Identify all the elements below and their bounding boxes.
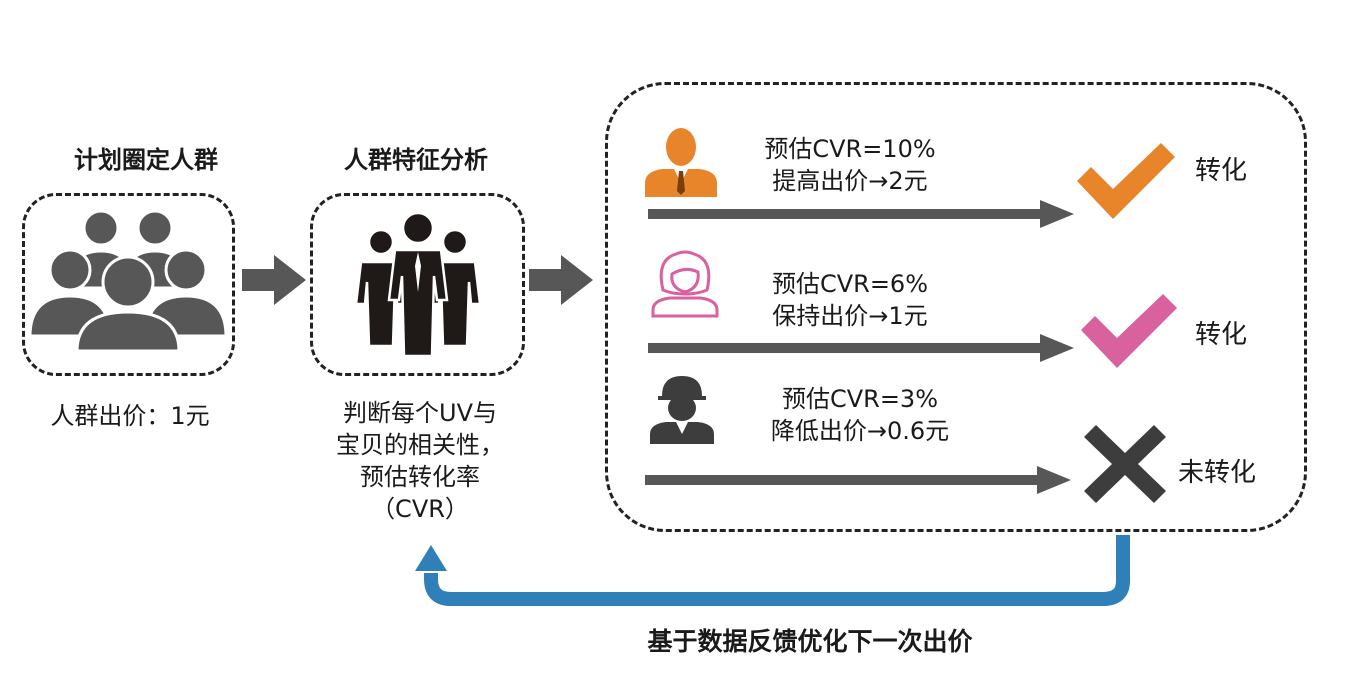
step1-box [22, 193, 235, 376]
step2-caption-line: 预估转化率 [360, 463, 480, 491]
row1-result: 转化 [1195, 156, 1248, 186]
woman-icon [651, 250, 719, 318]
row2-result: 转化 [1195, 320, 1248, 350]
row1-action: 提高出价→2元 [772, 167, 928, 195]
row3-action: 降低出价→0.6元 [770, 417, 950, 445]
feedback-arrow [415, 535, 1130, 606]
row3-result: 未转化 [1178, 458, 1257, 488]
step2-caption-line: 宝贝的相关性， [336, 431, 504, 459]
step2-caption: 判断每个UV与 宝贝的相关性， 预估转化率 （CVR） [300, 397, 540, 525]
arrow-right-icon [242, 255, 306, 305]
step1-title: 计划圈定人群 [74, 146, 218, 174]
feedback-label: 基于数据反馈优化下一次出价 [647, 627, 973, 656]
step2-box [310, 193, 525, 376]
row2-arrow [648, 334, 1074, 362]
row1-text: 预估CVR=10% 提高出价→2元 [730, 133, 970, 197]
check-icon [1077, 143, 1175, 219]
businessman-icon [645, 128, 717, 197]
cross-icon [1084, 425, 1166, 503]
row2-text: 预估CVR=6% 保持出价→1元 [730, 268, 970, 332]
step2-caption-line: 判断每个UV与 [343, 399, 497, 427]
step2-title: 人群特征分析 [344, 146, 488, 174]
worker-icon [650, 376, 714, 444]
group-of-people-icon [28, 209, 228, 353]
row2-action: 保持出价→1元 [772, 302, 928, 330]
business-people-icon [354, 211, 482, 358]
outcome-box [605, 82, 1307, 532]
row3-arrow [645, 466, 1071, 494]
row3-text: 预估CVR=3% 降低出价→0.6元 [740, 383, 980, 447]
row3-cvr: 预估CVR=3% [781, 385, 939, 413]
arrow-right-icon [529, 255, 593, 305]
step1-caption: 人群出价：1元 [50, 402, 210, 430]
row2-cvr: 预估CVR=6% [771, 270, 929, 298]
row1-arrow [648, 200, 1074, 228]
check-icon [1081, 294, 1177, 368]
row1-cvr: 预估CVR=10% [764, 135, 936, 163]
step2-caption-line: （CVR） [371, 495, 469, 523]
